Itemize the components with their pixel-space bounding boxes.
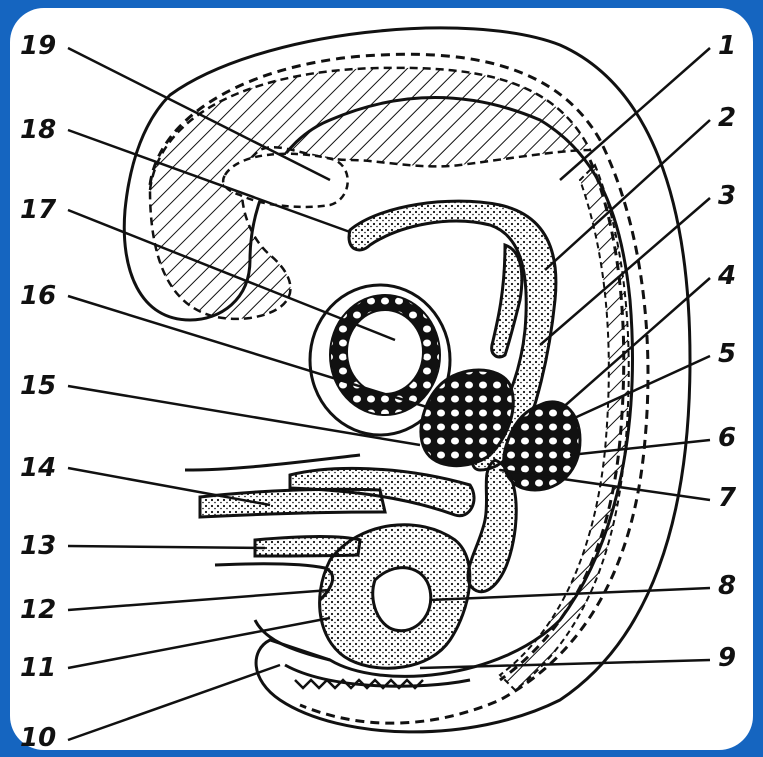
lung-bud bbox=[492, 245, 522, 357]
label-18: 18 bbox=[20, 115, 56, 145]
label-3: 3 bbox=[718, 181, 736, 211]
midgut-loop bbox=[468, 460, 516, 592]
leader-10 bbox=[68, 665, 280, 740]
leader-12 bbox=[68, 590, 330, 610]
label-6: 6 bbox=[718, 423, 736, 453]
label-4: 4 bbox=[717, 261, 736, 291]
label-13: 13 bbox=[20, 531, 56, 561]
left-labels: 19 18 17 16 15 14 13 12 11 10 bbox=[20, 31, 57, 753]
label-11: 11 bbox=[20, 653, 56, 683]
label-10: 10 bbox=[20, 723, 56, 753]
label-15: 15 bbox=[20, 371, 56, 401]
heart-lumen bbox=[347, 310, 423, 394]
label-1: 1 bbox=[718, 31, 736, 61]
allantois-loop bbox=[373, 568, 431, 631]
leader-14 bbox=[68, 468, 270, 505]
label-5: 5 bbox=[718, 339, 736, 369]
label-12: 12 bbox=[20, 595, 56, 625]
leader-11 bbox=[68, 618, 330, 668]
label-9: 9 bbox=[718, 643, 736, 673]
label-7: 7 bbox=[718, 483, 737, 513]
label-19: 19 bbox=[20, 31, 56, 61]
label-17: 17 bbox=[20, 195, 57, 225]
leader-13 bbox=[68, 546, 265, 548]
right-labels: 1 2 3 4 5 6 7 8 9 bbox=[717, 31, 737, 673]
label-14: 14 bbox=[20, 453, 56, 483]
label-2: 2 bbox=[718, 103, 736, 133]
leader-6 bbox=[570, 440, 710, 455]
label-16: 16 bbox=[20, 281, 56, 311]
tube-13 bbox=[255, 537, 360, 556]
label-8: 8 bbox=[718, 571, 736, 601]
leader-9 bbox=[420, 660, 710, 668]
